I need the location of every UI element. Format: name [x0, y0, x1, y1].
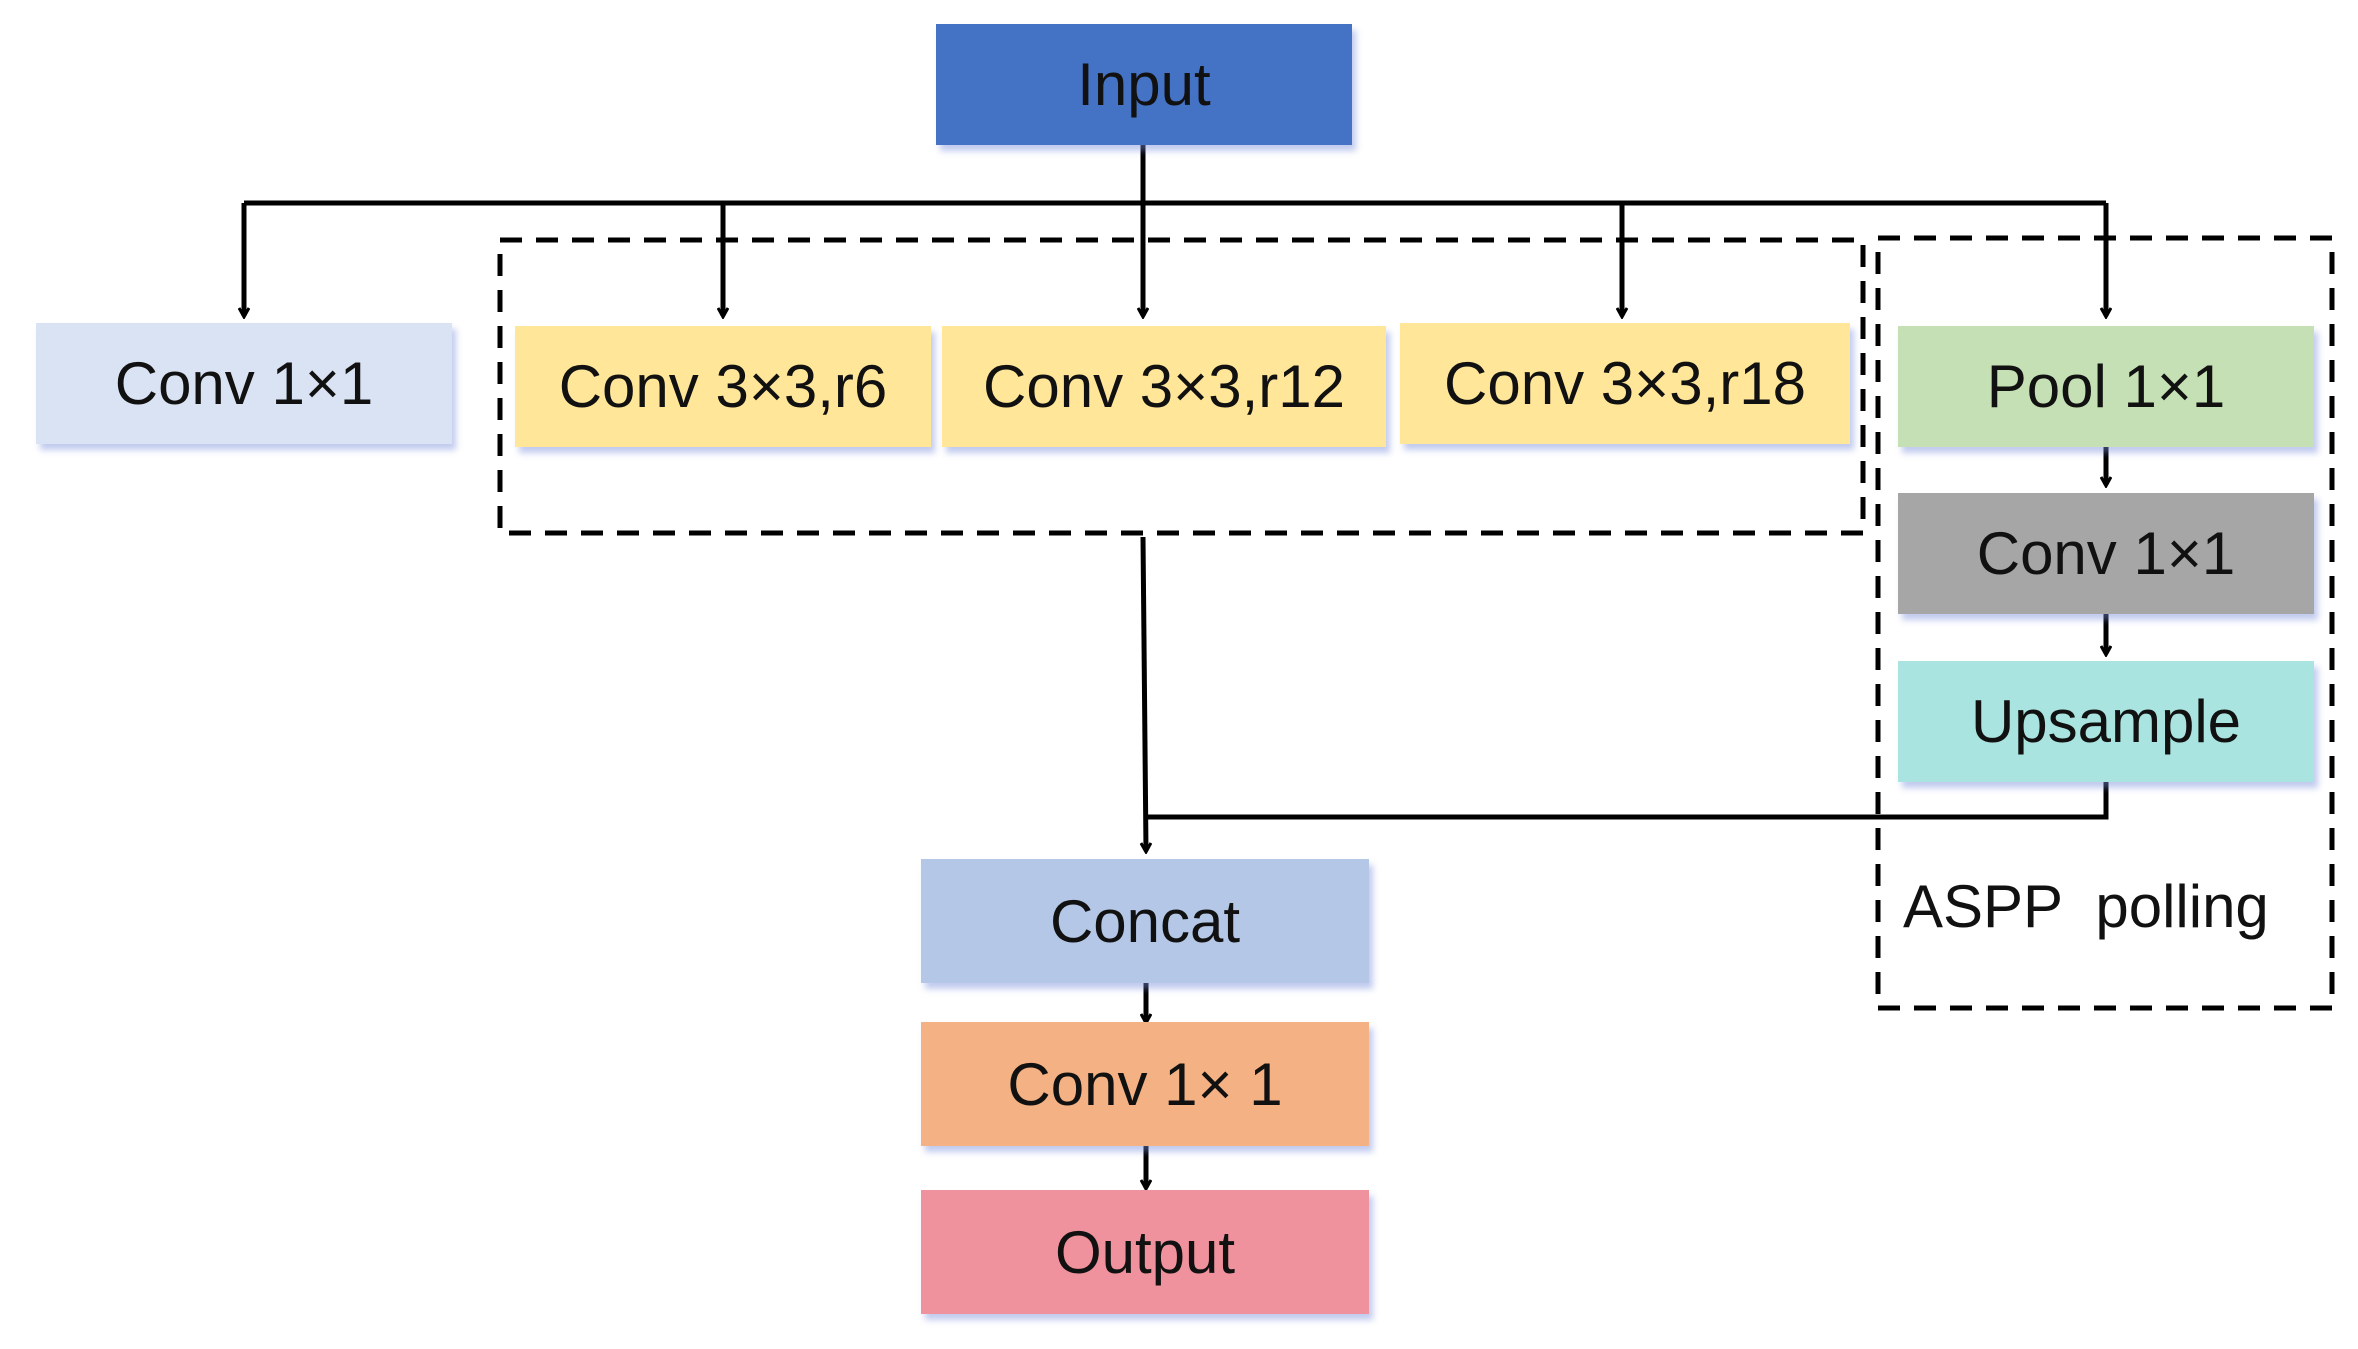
- output-node: Output: [921, 1190, 1369, 1314]
- conv1x1-branch-node: Conv 1×1: [36, 323, 452, 444]
- arrow-group-to-concat: [1143, 536, 1146, 851]
- conv3x3-r6-node: Conv 3×3,r6: [515, 326, 931, 447]
- aspp-pooling-label: ASPP polling: [1903, 873, 2269, 940]
- pool-node: Pool 1×1: [1898, 326, 2314, 447]
- input-node: Input: [936, 24, 1352, 145]
- final-conv1x1-node: Conv 1× 1: [921, 1022, 1369, 1146]
- concat-node: Concat: [921, 859, 1369, 983]
- conv3x3-r18-node: Conv 3×3,r18: [1400, 323, 1850, 444]
- upsample-return-line: [1146, 781, 2109, 820]
- pool-conv1x1-node: Conv 1×1: [1898, 493, 2314, 614]
- upsample-node: Upsample: [1898, 661, 2314, 782]
- conv3x3-r12-node: Conv 3×3,r12: [942, 326, 1386, 447]
